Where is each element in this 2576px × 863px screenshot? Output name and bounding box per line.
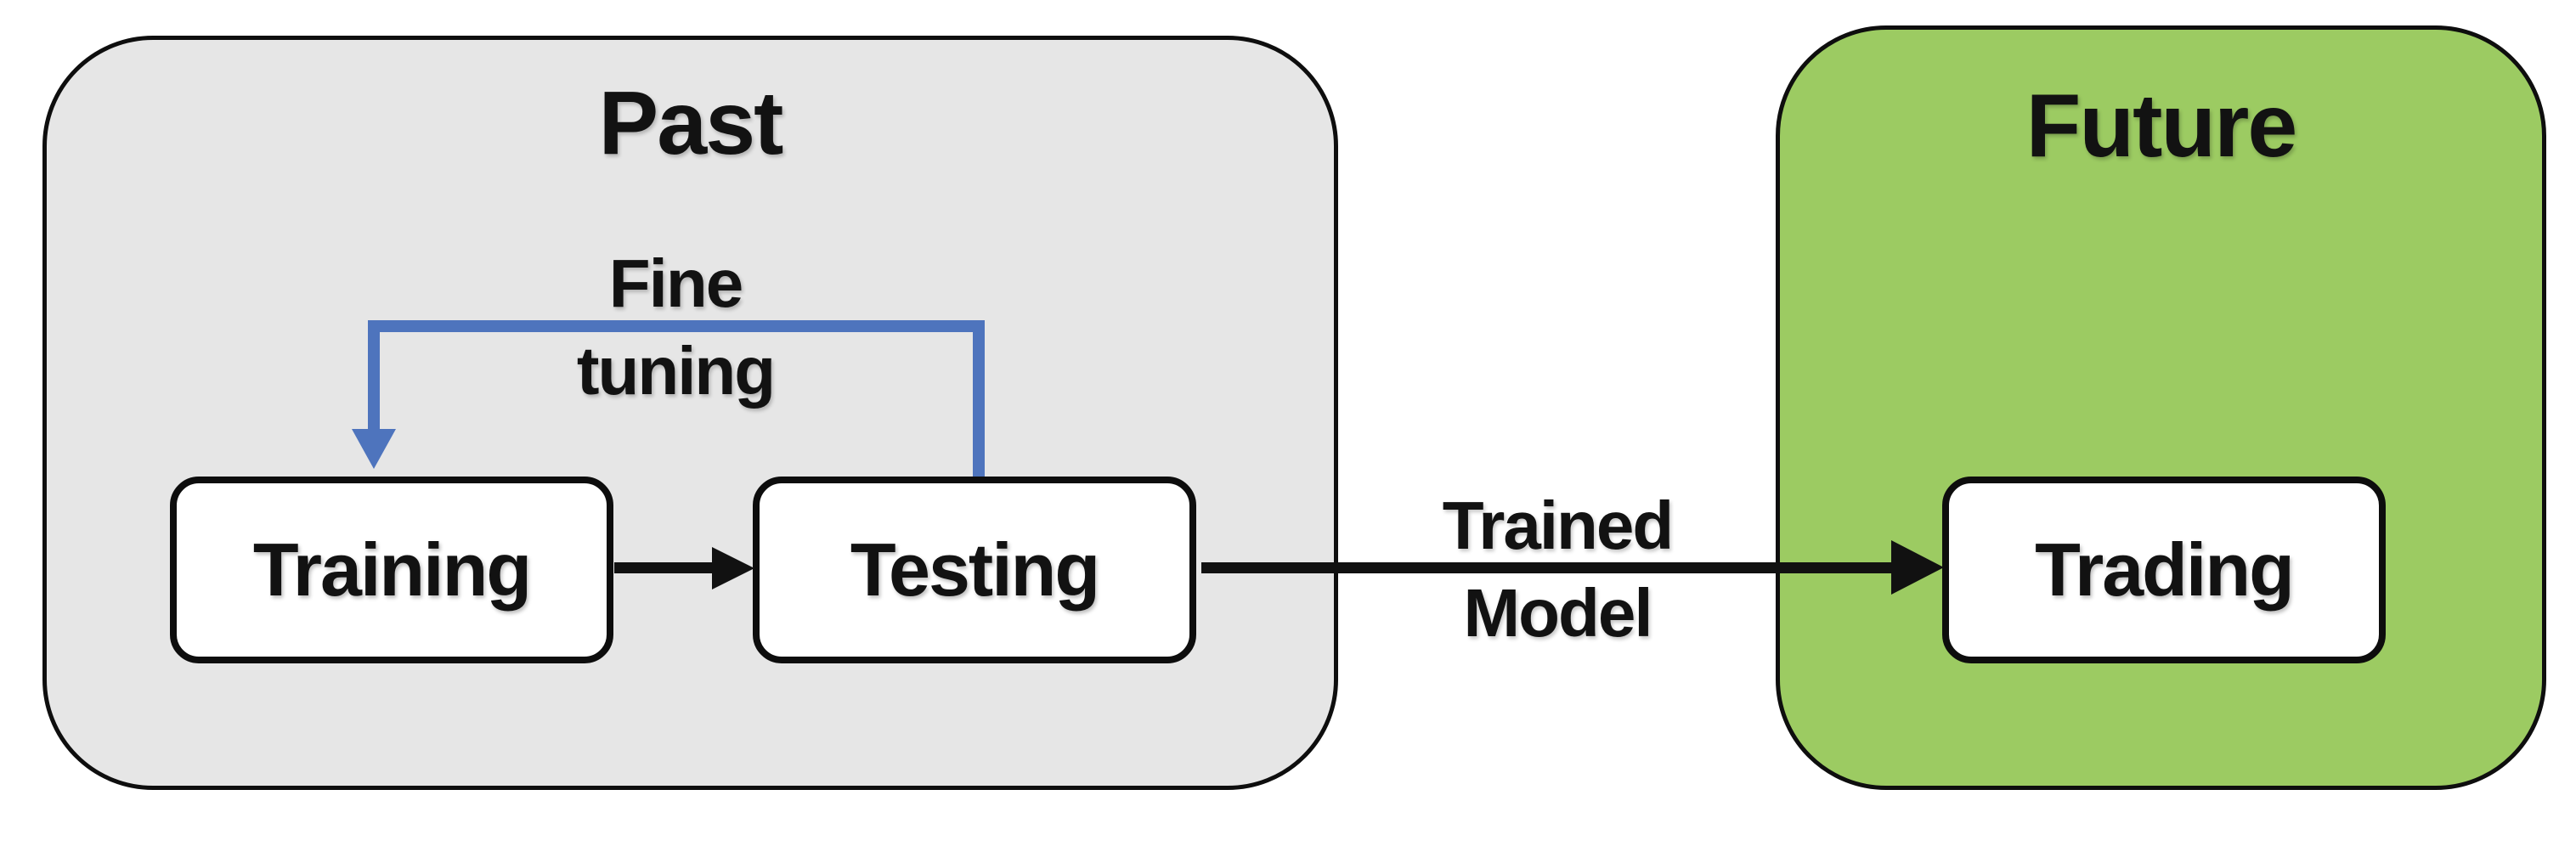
trading-node: Trading [1942,477,2386,663]
trained-model-label-line1: Trained [1442,488,1675,563]
fine-tuning-arrow-horizontal-segment [368,320,985,332]
fine-tuning-label-line1: Fine [608,245,743,321]
training-to-testing-arrow [614,562,713,573]
training-node: Training [170,477,613,663]
arrowhead-right-icon [1891,540,1944,595]
trading-node-label: Trading [2035,527,2295,612]
trained-model-edge-label: Trained Model [1387,482,1727,657]
testing-to-trading-arrow [1201,562,1893,573]
testing-node: Testing [753,477,1196,663]
fine-tuning-edge-label: Fine tuning [506,240,845,415]
arrowhead-down-icon [352,429,396,469]
training-node-label: Training [252,527,532,612]
trained-model-label-line2: Model [1463,575,1652,651]
fine-tuning-arrow-left-segment [368,320,380,429]
fine-tuning-arrow-right-segment [973,320,985,480]
testing-node-label: Testing [850,527,1100,612]
fine-tuning-label-line2: tuning [576,333,776,409]
past-group-container [42,36,1338,790]
future-group-title: Future [2025,76,2298,176]
arrowhead-right-icon [712,547,754,589]
past-group-title: Past [598,73,784,173]
